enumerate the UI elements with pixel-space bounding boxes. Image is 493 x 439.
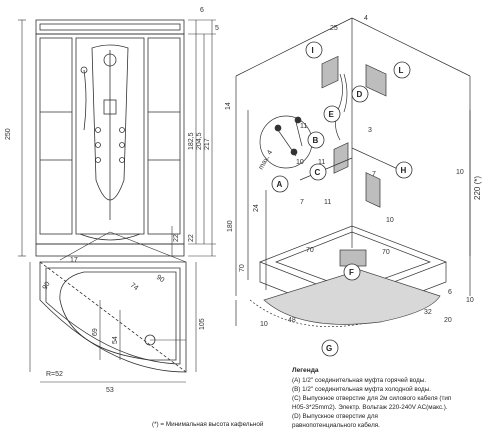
footnote: (*) = Минимальная высота кафельной bbox=[152, 420, 264, 428]
dim-7-b: 7 bbox=[300, 199, 304, 206]
legend-line-d: (D) Выпускное отверстие для bbox=[292, 413, 378, 420]
callout-i: I bbox=[312, 46, 314, 55]
dim-217: 217 bbox=[204, 138, 211, 150]
callout-i-circle bbox=[305, 41, 323, 59]
dim-24: 24 bbox=[253, 204, 260, 212]
dim-14: 14 bbox=[225, 102, 232, 110]
dim-total-height: 250 bbox=[5, 128, 12, 140]
dim-10-e: 10 bbox=[466, 297, 474, 304]
dim-6: 6 bbox=[448, 289, 452, 296]
floor-drain-area bbox=[263, 269, 441, 325]
callout-d-circle bbox=[351, 85, 369, 103]
dim-25: 25 bbox=[330, 25, 338, 32]
dim-10-a: 10 bbox=[296, 159, 304, 166]
valve-detail bbox=[259, 115, 313, 169]
callout-a-circle bbox=[271, 175, 289, 193]
plate-i bbox=[321, 55, 339, 89]
legend: Легенда (A) 1/2" соединительная муфта го… bbox=[292, 367, 451, 429]
callout-c: C bbox=[315, 168, 321, 177]
legend-line-d-cont: равнопотенциального кабеля. bbox=[292, 421, 380, 429]
callout-e-circle bbox=[323, 105, 341, 123]
cabin-top-cap bbox=[35, 19, 185, 35]
plan-view bbox=[39, 261, 187, 373]
dim-90-right: 90 bbox=[155, 274, 165, 284]
callout-b: B bbox=[313, 136, 319, 145]
callout-e: E bbox=[329, 110, 335, 119]
front-view bbox=[35, 19, 185, 257]
legend-title: Легенда bbox=[292, 367, 319, 374]
dim-70-a: 70 bbox=[239, 264, 246, 272]
callout-l-circle bbox=[393, 61, 411, 79]
front-dimensions bbox=[18, 19, 216, 257]
dim-54: 54 bbox=[112, 336, 119, 344]
callout-d: D bbox=[357, 90, 363, 99]
callout-h: H bbox=[401, 166, 407, 175]
plan-dimensions bbox=[29, 231, 197, 383]
callout-c-circle bbox=[309, 163, 327, 181]
dim-10-d: 10 bbox=[260, 321, 268, 328]
legend-line-b: (B) 1/2" соединительная муфта холодной в… bbox=[292, 385, 431, 393]
plate-c bbox=[333, 142, 349, 174]
callout-g: G bbox=[326, 344, 332, 353]
dim-180: 180 bbox=[227, 220, 234, 232]
head-shower bbox=[103, 53, 117, 67]
dim-11-c: 11 bbox=[324, 199, 331, 206]
plate-f bbox=[339, 249, 367, 267]
dim-48: 48 bbox=[288, 317, 296, 324]
callout-l: L bbox=[399, 66, 404, 75]
dim-204: 204,5 bbox=[196, 132, 203, 150]
radius-label: R=52 bbox=[46, 371, 63, 378]
dim-70-c: 70 bbox=[382, 249, 390, 256]
callout-f: F bbox=[349, 268, 354, 277]
dim-22-b: 22 bbox=[188, 234, 195, 242]
dim-10-b: 10 bbox=[386, 217, 394, 224]
dim-11-b: 11 bbox=[318, 159, 325, 166]
dim-3: 3 bbox=[368, 127, 372, 134]
iso-dimensions: 25 4 14 220 (*) 11 11 7 3 11 24 10 10 10… bbox=[225, 15, 482, 328]
dim-69: 69 bbox=[92, 328, 99, 336]
plate-l bbox=[365, 64, 387, 97]
hand-shower bbox=[80, 66, 88, 74]
dim-53: 53 bbox=[106, 387, 114, 394]
dim-7-a: 7 bbox=[372, 171, 376, 178]
callout-f-circle bbox=[343, 263, 361, 281]
column-panel bbox=[91, 44, 129, 201]
dim-20: 20 bbox=[444, 317, 452, 324]
dim-top-a: 6 bbox=[200, 7, 204, 14]
dim-4: 4 bbox=[364, 15, 368, 22]
center-panel bbox=[75, 37, 145, 235]
callout-h-circle bbox=[395, 161, 413, 179]
dim-74: 74 bbox=[129, 282, 139, 292]
dim-105: 105 bbox=[199, 318, 206, 330]
dim-182: 182,5 bbox=[188, 132, 195, 150]
plate-h bbox=[365, 172, 381, 208]
dim-10-c: 10 bbox=[456, 169, 464, 176]
dim-220: 220 (*) bbox=[473, 176, 482, 200]
dim-32: 32 bbox=[424, 309, 432, 316]
callout-b-circle bbox=[307, 131, 325, 149]
callout-a: A bbox=[277, 180, 283, 189]
legend-line-a: (A) 1/2" соединительная муфта горячей во… bbox=[292, 376, 426, 384]
dim-top-b: 5 bbox=[215, 25, 219, 32]
dim-70-b: 70 bbox=[306, 247, 314, 254]
tray-basin bbox=[59, 271, 177, 361]
callouts: I L D E B A C H F G bbox=[271, 41, 413, 357]
dim-17: 17 bbox=[70, 257, 78, 264]
cabin-tray bbox=[35, 243, 185, 257]
dim-22-a: 22 bbox=[173, 234, 180, 242]
callout-g-circle bbox=[321, 339, 339, 357]
dim-90-left: 90 bbox=[42, 281, 52, 291]
legend-line-c: (C) Выпускное отверстие для 2м силового … bbox=[292, 394, 451, 402]
dim-11-a: 11 bbox=[300, 123, 307, 130]
legend-line-c-cont: H05-3*25mm2). Электр. Вольтаж 220-240V A… bbox=[292, 404, 448, 411]
iso-view bbox=[235, 17, 471, 328]
tray-outline bbox=[39, 261, 187, 373]
